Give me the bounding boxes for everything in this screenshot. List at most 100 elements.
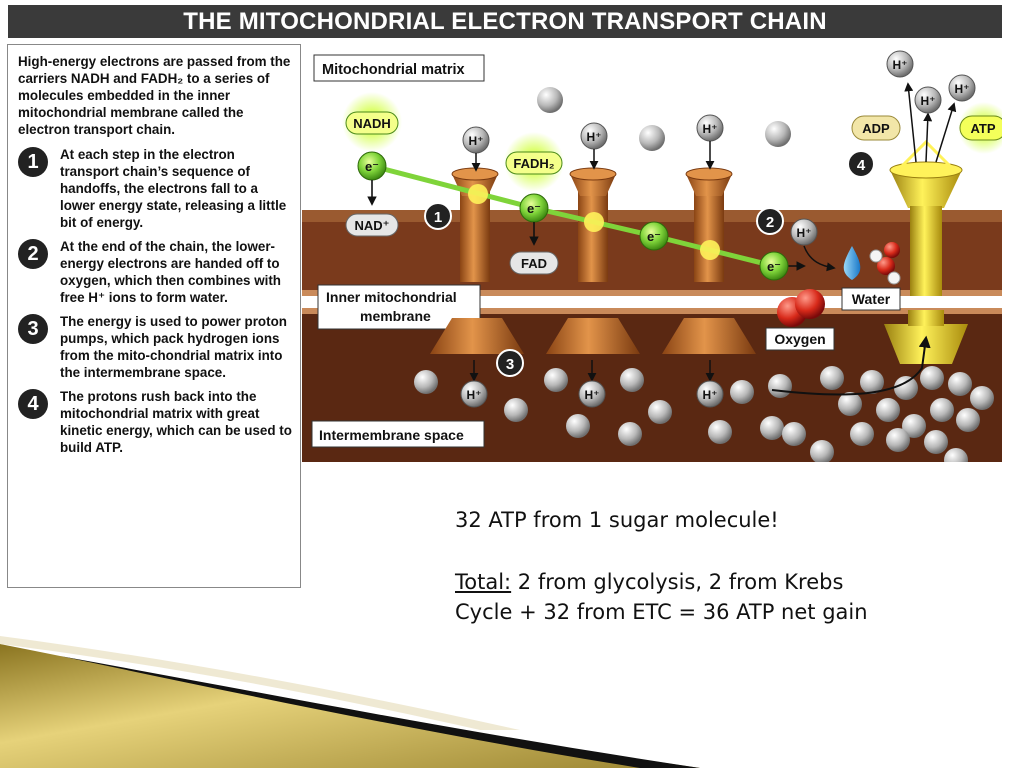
- matrix-label-box: [313, 54, 485, 82]
- ims-sphere: [850, 422, 874, 446]
- svg-text:2: 2: [766, 214, 774, 231]
- intermembrane-label: Intermembrane space: [319, 427, 464, 443]
- protein-pump-3: [685, 167, 733, 282]
- water-molecule-h: [869, 249, 883, 263]
- membrane-line-2: [302, 308, 1002, 314]
- step-text: The protons rush back into the mitochond…: [60, 389, 292, 455]
- ims-sphere: [944, 448, 968, 462]
- ims-sphere: [648, 400, 672, 424]
- proton-out-1: H⁺: [886, 50, 917, 163]
- ims-sphere: [782, 422, 806, 446]
- synthase-burst: [900, 139, 952, 168]
- pump-base-2: [546, 318, 640, 354]
- ims-sphere: [920, 366, 944, 390]
- step-text: At the end of the chain, the lower-energ…: [60, 239, 281, 305]
- svg-text:H⁺: H⁺: [703, 122, 718, 136]
- atp-badge: [959, 115, 1002, 141]
- membrane-top-band: [302, 210, 1002, 222]
- ims-sphere: [924, 430, 948, 454]
- svg-text:H⁺: H⁺: [921, 94, 936, 108]
- decorative-stripes: [0, 636, 700, 768]
- nad-badge: [345, 213, 399, 237]
- water-label: Water: [852, 291, 891, 307]
- fad-badge: [509, 251, 559, 275]
- atp-label: ATP: [970, 121, 995, 136]
- ims-sphere: [708, 420, 732, 444]
- explanation-panel: High-energy electrons are passed from th…: [7, 44, 301, 588]
- step-number: 4: [18, 389, 48, 419]
- fadh2-label: FADH₂: [513, 156, 554, 171]
- oxygen-atom-2: [795, 289, 825, 319]
- svg-text:1: 1: [434, 209, 442, 226]
- proton-ims-2: H⁺: [578, 360, 606, 408]
- ims-sphere: [730, 380, 754, 404]
- ims-sphere: [948, 372, 972, 396]
- step-2: 2 At the end of the chain, the lower-ene…: [18, 238, 292, 306]
- atp-yield-note: 32 ATP from 1 sugar molecule!: [455, 508, 779, 532]
- total-line-2: Cycle + 32 from ETC = 36 ATP net gain: [455, 600, 868, 624]
- matrix-sphere: [639, 125, 665, 151]
- water-molecule-o: [877, 257, 895, 275]
- ims-sphere: [930, 398, 954, 422]
- ims-sphere: [544, 368, 568, 392]
- inner-label-line2: membrane: [360, 308, 431, 324]
- oxygen-label: Oxygen: [774, 331, 825, 347]
- total-line-1: Total: 2 from glycolysis, 2 from Krebs: [455, 570, 843, 594]
- ims-sphere: [504, 398, 528, 422]
- proton-flow-arrow: [771, 335, 931, 396]
- ims-sphere: [876, 398, 900, 422]
- ims-sphere: [566, 414, 590, 438]
- water-label-box: [841, 287, 901, 311]
- nadh-label: NADH: [353, 116, 391, 131]
- marker-2: 2: [756, 207, 784, 235]
- ims-sphere: [414, 370, 438, 394]
- step-number: 3: [18, 314, 48, 344]
- step-4: 4 The protons rush back into the mitocho…: [18, 388, 292, 456]
- svg-text:4: 4: [857, 157, 866, 174]
- ims-sphere: [820, 366, 844, 390]
- ims-sphere: [768, 374, 792, 398]
- svg-text:H⁺: H⁺: [585, 388, 600, 402]
- intro-text: High-energy electrons are passed from th…: [18, 54, 291, 137]
- oxygen-label-box: [765, 327, 835, 351]
- water-molecule-h2: [887, 271, 901, 285]
- ims-sphere: [620, 368, 644, 392]
- step-number: 1: [18, 147, 48, 177]
- pump-base-1: [430, 318, 524, 354]
- adp-badge: [851, 115, 901, 141]
- matrix-label: Mitochondrial matrix: [322, 62, 465, 78]
- matrix-sphere: [537, 87, 563, 113]
- water-molecule-o2: [884, 242, 900, 258]
- ims-sphere: [810, 440, 834, 462]
- ims-sphere: [838, 392, 862, 416]
- electron-4-label: e⁻: [767, 259, 781, 274]
- ims-sphere: [760, 416, 784, 440]
- ims-sphere: [894, 376, 918, 400]
- svg-text:H⁺: H⁺: [797, 226, 812, 240]
- proton-water: H⁺: [790, 218, 836, 272]
- electron-3: [639, 221, 669, 251]
- total-label: Total:: [455, 570, 512, 594]
- ims-sphere: [902, 414, 926, 438]
- marker-1: 1: [424, 202, 452, 230]
- electron-1-label: e⁻: [365, 159, 379, 174]
- proton-ims-3: H⁺: [696, 360, 724, 408]
- proton-matrix-2: H⁺: [580, 122, 608, 170]
- marker-4: 4: [847, 150, 875, 178]
- svg-text:H⁺: H⁺: [587, 130, 602, 144]
- nadh-badge: [345, 111, 399, 135]
- step-text: The energy is used to power proton pumps…: [60, 314, 287, 380]
- matrix-sphere: [765, 121, 791, 147]
- ims-sphere: [886, 428, 910, 452]
- proton-ims-1: H⁺: [460, 360, 488, 408]
- proton-out-2: H⁺: [914, 86, 942, 163]
- etc-diagram: Mitochondrial matrix Inner mitochondrial…: [302, 38, 1002, 462]
- electron-3-label: e⁻: [647, 229, 661, 244]
- inner-label-line1: Inner mitochondrial: [326, 289, 457, 305]
- atp-synthase: [884, 161, 968, 364]
- step-number: 2: [18, 239, 48, 269]
- page-title: THE MITOCHONDRIAL ELECTRON TRANSPORT CHA…: [8, 5, 1002, 38]
- electron-2-label: e⁻: [527, 201, 541, 216]
- svg-text:H⁺: H⁺: [955, 82, 970, 96]
- svg-text:3: 3: [506, 356, 514, 373]
